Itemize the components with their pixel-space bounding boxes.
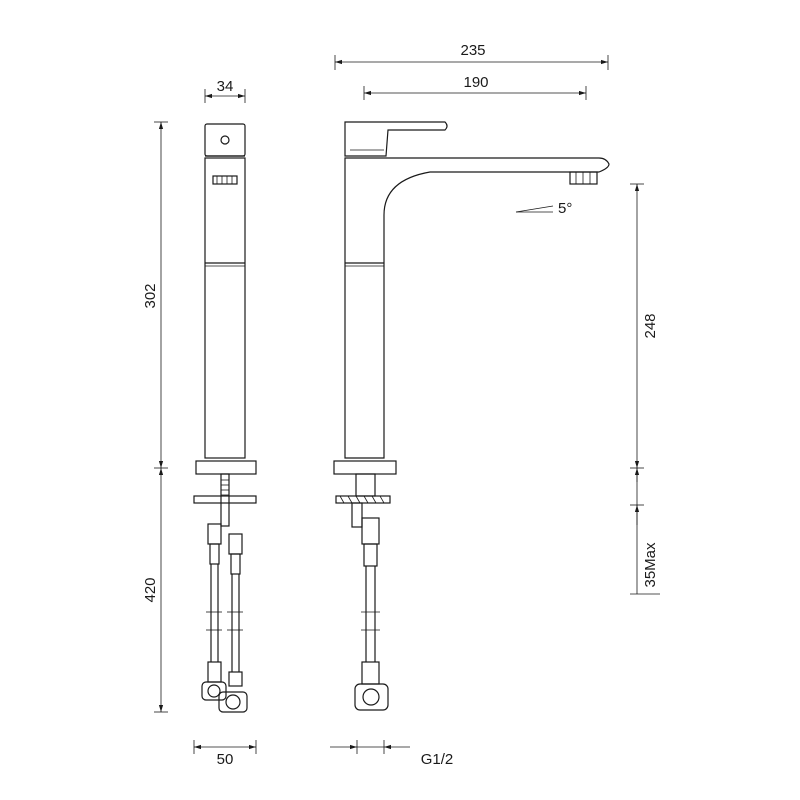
dim-label-angle: 5° <box>558 200 572 217</box>
dimension-248: 248 <box>630 183 659 469</box>
front-view <box>333 121 610 711</box>
dimension-235: 235 <box>334 42 609 70</box>
dimension-34: 34 <box>204 78 246 103</box>
dimension-35max: 35Max <box>630 468 660 595</box>
dimension-420: 420 <box>142 468 168 713</box>
side-view <box>193 123 257 713</box>
dimension-190: 190 <box>363 74 587 100</box>
dimension-g12: G1/2 <box>330 740 453 768</box>
dim-label-302: 302 <box>142 283 159 308</box>
dimension-302: 302 <box>142 121 168 469</box>
dim-label-420: 420 <box>142 577 159 602</box>
dim-label-35max: 35Max <box>642 542 659 588</box>
dim-label-50: 50 <box>217 751 234 768</box>
dimension-50: 50 <box>193 740 257 768</box>
dim-label-34: 34 <box>217 78 234 95</box>
dim-label-190: 190 <box>463 74 488 91</box>
dim-label-248: 248 <box>642 313 659 338</box>
dim-label-thread: G1/2 <box>421 751 454 768</box>
dim-label-235: 235 <box>460 42 485 59</box>
